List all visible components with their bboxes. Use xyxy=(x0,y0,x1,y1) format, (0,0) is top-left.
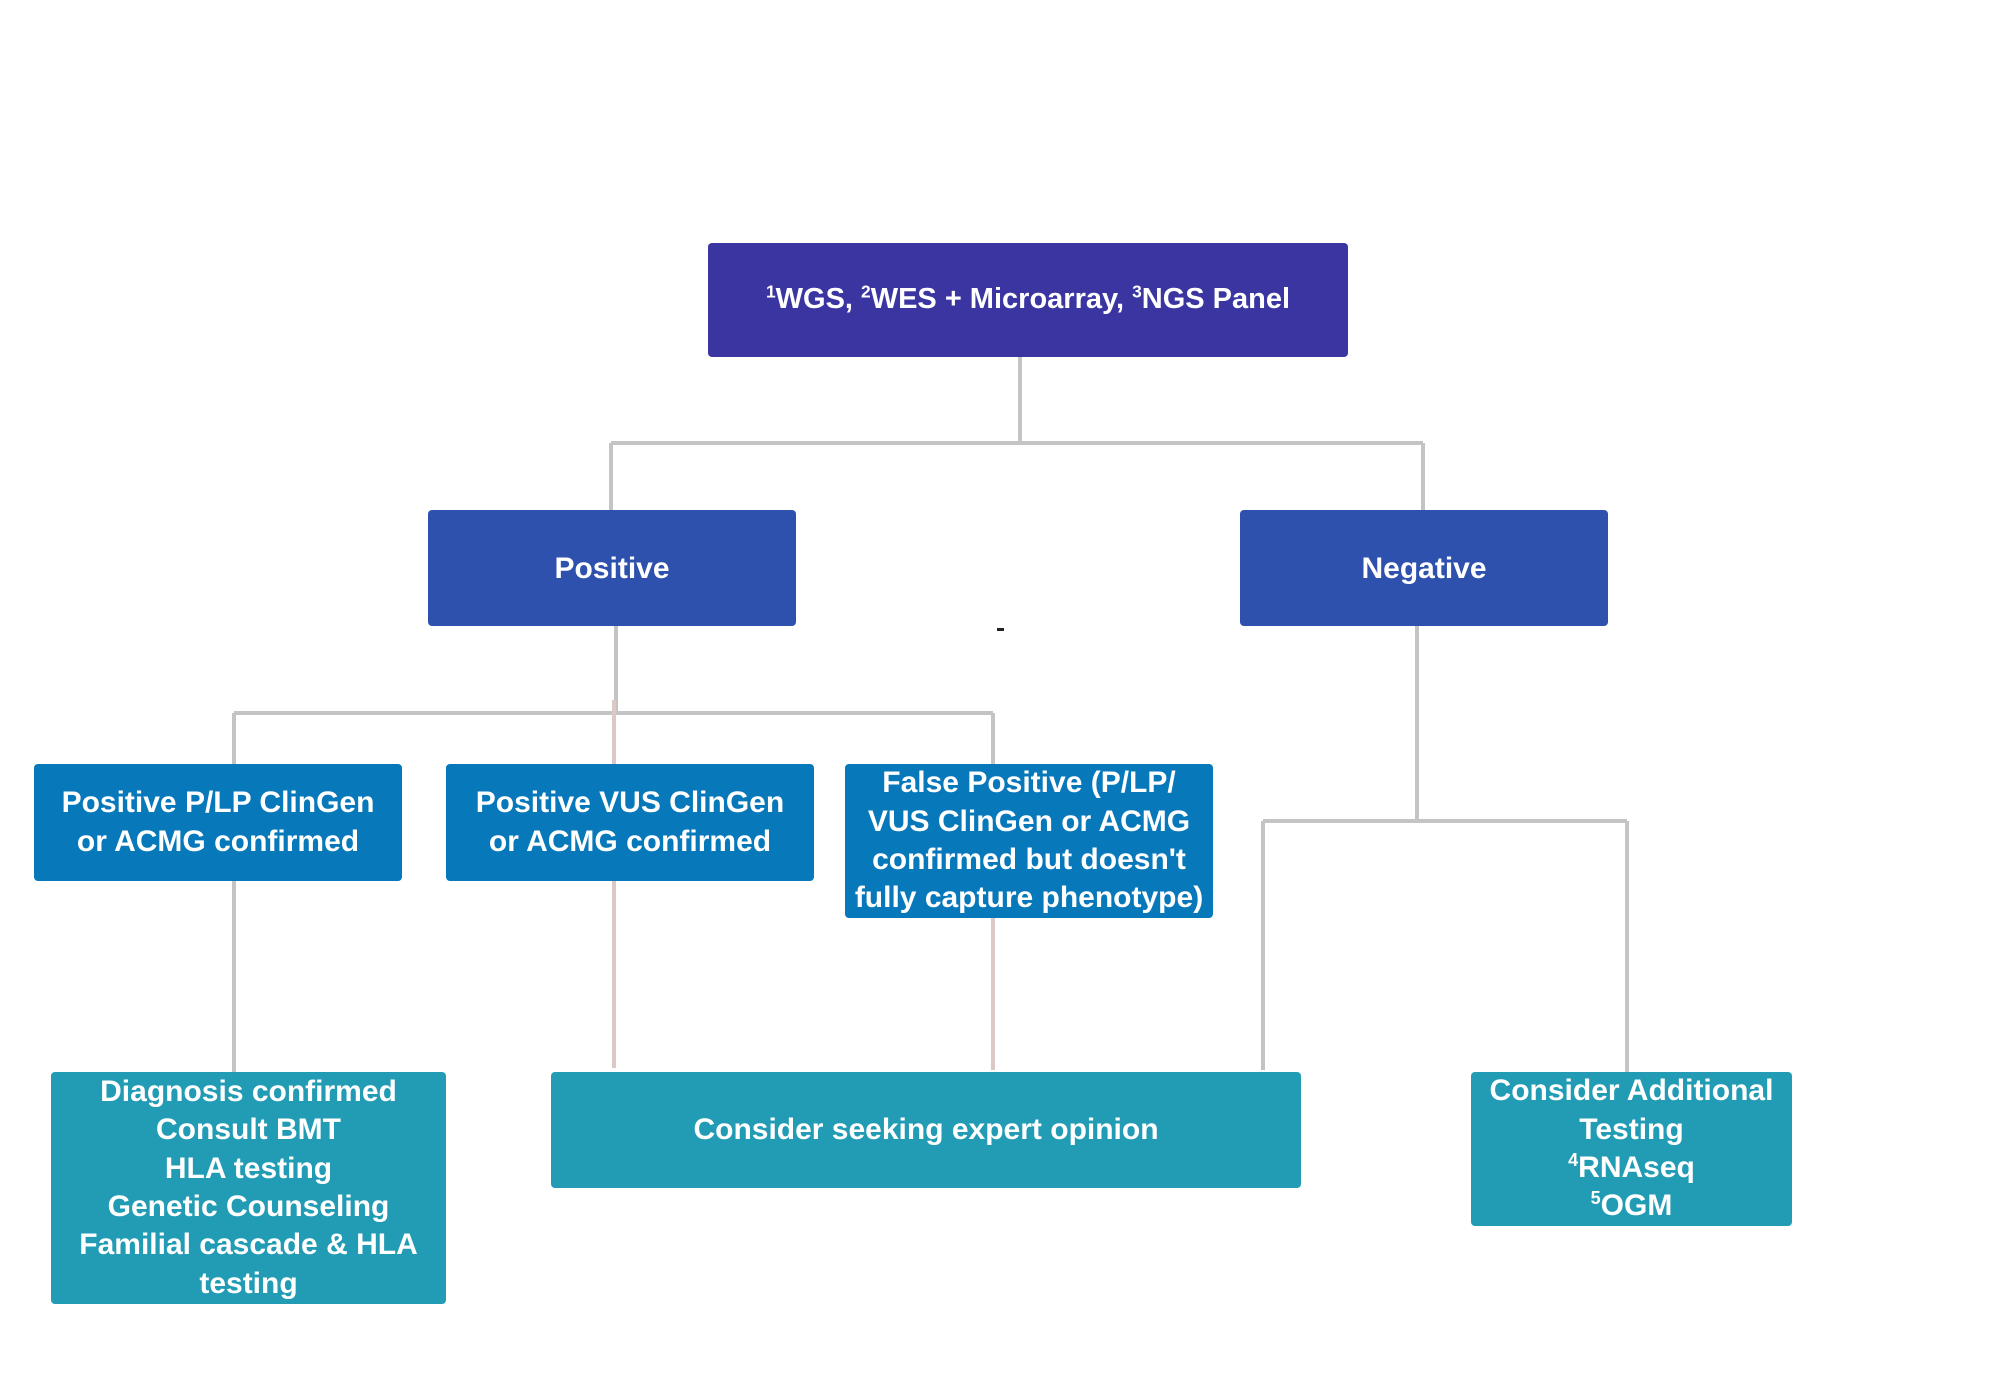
positive-plp-node: Positive P/LP ClinGen or ACMG confirmed xyxy=(34,764,402,881)
positive-vus-node: Positive VUS ClinGen or ACMG confirmed xyxy=(446,764,814,881)
positive-label: Positive xyxy=(554,551,670,585)
test-methods-text: 1WGS, 2WES + Microarray, 3NGS Panel xyxy=(765,281,1291,316)
additional-testing-node: Consider Additional Testing 4RNAseq 5OGM xyxy=(1471,1072,1792,1226)
negative-node: Negative xyxy=(1240,510,1608,626)
expert-opinion-label: Consider seeking expert opinion xyxy=(693,1112,1159,1146)
false-positive-node: False Positive (P/LP/ VUS ClinGen or ACM… xyxy=(845,764,1213,918)
diagnosis-node: Diagnosis confirmed Consult BMT HLA test… xyxy=(51,1072,446,1304)
negative-label: Negative xyxy=(1361,551,1487,585)
rnaseq-item: 4RNAseq xyxy=(1568,1150,1695,1184)
positive-node: Positive xyxy=(428,510,796,626)
expert-opinion-node: Consider seeking expert opinion xyxy=(551,1072,1301,1188)
ogm-item: 5OGM xyxy=(1590,1188,1673,1223)
test-methods-node: 1WGS, 2WES + Microarray, 3NGS Panel xyxy=(708,243,1348,357)
stray-dot-mark xyxy=(997,628,1004,631)
